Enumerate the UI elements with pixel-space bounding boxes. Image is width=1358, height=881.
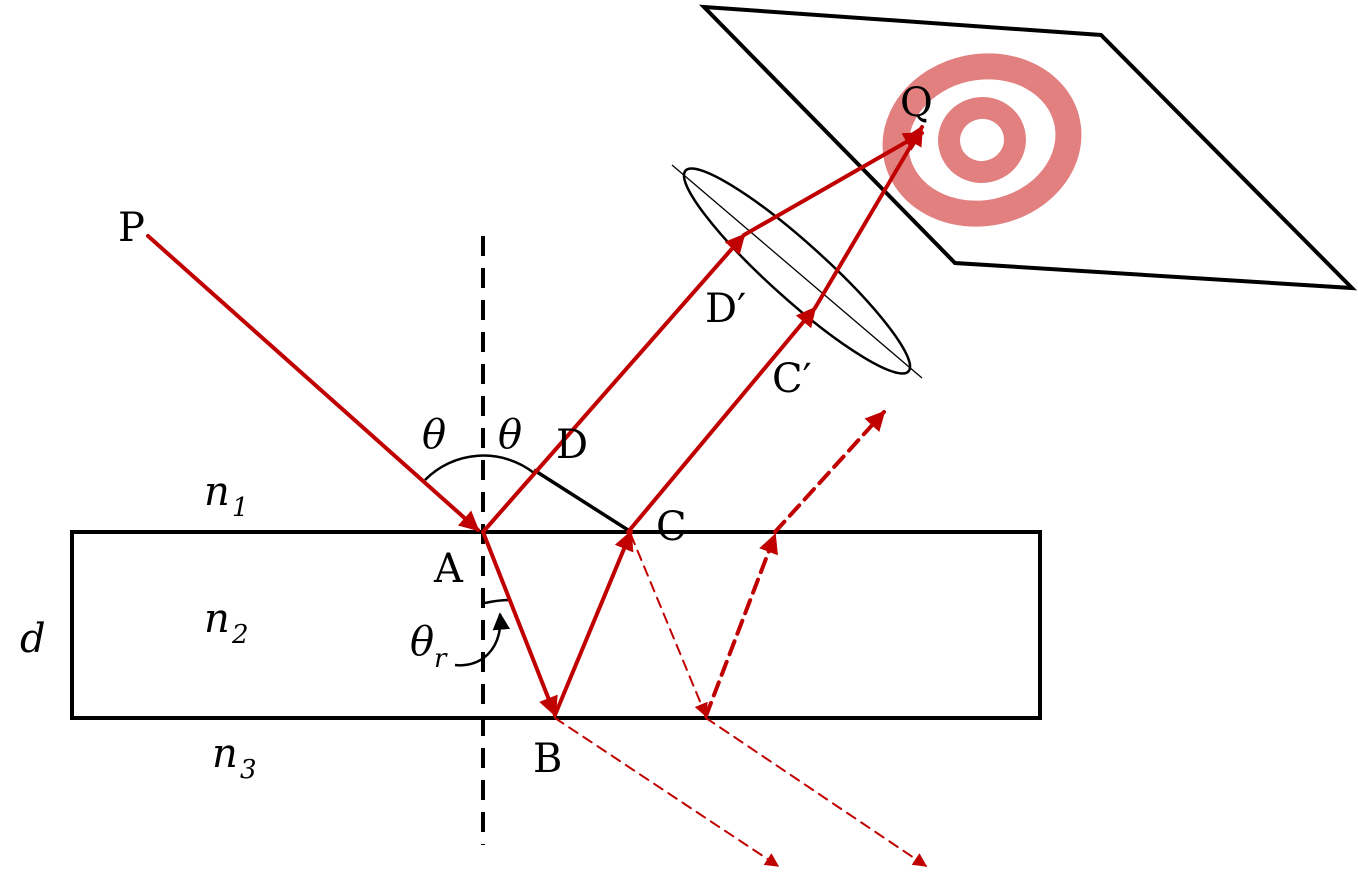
emerging-ray-c-c-prime bbox=[626, 306, 817, 534]
transmitted-ray-2 bbox=[705, 717, 928, 867]
lens-axis bbox=[671, 164, 923, 379]
reflected-ray-bc bbox=[553, 530, 634, 717]
refracted-ray-ab bbox=[481, 530, 558, 717]
label-d-prime: D′ bbox=[705, 286, 746, 332]
interference-rings bbox=[882, 53, 1082, 227]
internal-ray-c-down bbox=[630, 534, 708, 718]
label-n2: n bbox=[204, 596, 230, 642]
theta-arc bbox=[424, 454, 535, 481]
ray-d-to-q bbox=[742, 131, 924, 237]
label-n3-sub: 3 bbox=[240, 755, 257, 785]
emerging-ray-3 bbox=[773, 410, 886, 534]
dashed-rays bbox=[554, 410, 928, 867]
label-a: A bbox=[433, 546, 464, 592]
internal-ray-up-2 bbox=[704, 533, 778, 718]
label-d-thickness: d bbox=[20, 616, 46, 662]
wavefront-line-cd bbox=[533, 468, 629, 532]
screen bbox=[698, 4, 1358, 291]
label-d: D bbox=[556, 422, 588, 468]
label-theta-incident: θ bbox=[422, 412, 446, 458]
label-n2-sub: 2 bbox=[231, 620, 249, 650]
label-p: P bbox=[118, 205, 145, 251]
label-n1-sub: 1 bbox=[232, 493, 249, 523]
label-n3: n bbox=[212, 731, 238, 777]
label-theta-reflected: θ bbox=[498, 412, 522, 458]
ray-c-prime-to-q bbox=[813, 125, 924, 310]
incident-ray-pa bbox=[146, 234, 480, 532]
reflected-ray-a-d bbox=[481, 233, 746, 534]
lens bbox=[682, 167, 912, 375]
solid-rays bbox=[146, 125, 924, 717]
transmitted-ray-b bbox=[554, 717, 780, 867]
theta-r-pointer-icon bbox=[454, 612, 511, 667]
label-q: Q bbox=[900, 80, 933, 126]
label-c: C bbox=[656, 504, 687, 550]
label-theta-r-sub: r bbox=[434, 644, 448, 674]
label-n1: n bbox=[204, 469, 230, 515]
label-b: B bbox=[533, 736, 562, 782]
theta-r-arc bbox=[484, 598, 511, 605]
label-theta-r: θ bbox=[410, 619, 434, 665]
label-c-prime: C′ bbox=[772, 356, 812, 402]
